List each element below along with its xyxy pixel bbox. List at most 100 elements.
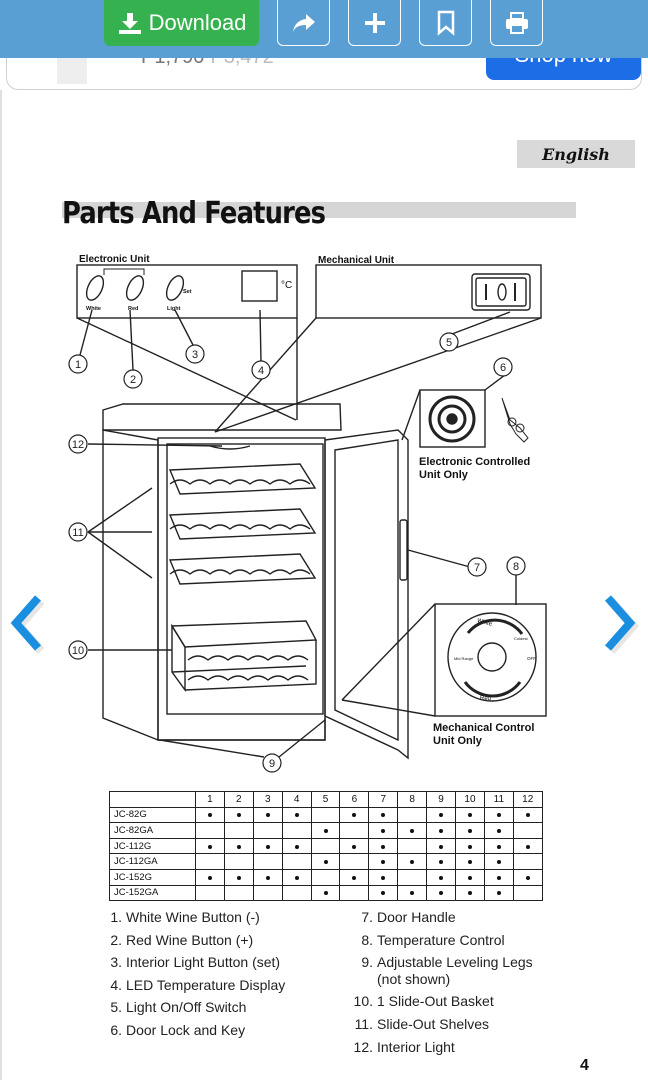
feature-dot <box>381 828 386 833</box>
feature-cell <box>310 884 341 902</box>
legend-label: 1 Slide-Out Basket <box>377 993 494 1010</box>
legend-label: Adjustable Leveling Legs <box>377 954 533 971</box>
legend-item: 6.Door Lock and Key <box>108 1019 358 1042</box>
wine-rack-2 <box>168 508 317 540</box>
feature-dot <box>207 844 212 849</box>
svg-text:3: 3 <box>192 349 198 361</box>
bookmark-icon <box>437 10 454 36</box>
feature-dot <box>467 860 472 865</box>
door-lock-box <box>419 389 486 448</box>
feature-cell <box>426 853 457 870</box>
feature-cell <box>252 822 283 839</box>
white-label: White <box>86 306 101 312</box>
legend-label: Interior Light <box>377 1038 455 1055</box>
table-column-header: 12 <box>512 791 543 808</box>
callout-8: 8 <box>506 556 526 576</box>
feature-dot <box>496 844 501 849</box>
model-name: JC-112G <box>109 837 196 855</box>
chevron-right-icon[interactable] <box>600 588 642 658</box>
callout-11: 11 <box>68 522 88 542</box>
led-display-shape <box>241 270 278 302</box>
model-name: JC-152GA <box>109 884 196 902</box>
model-name: JC-82G <box>109 806 196 824</box>
callout-9: 9 <box>262 753 282 773</box>
feature-cell <box>195 884 225 902</box>
table-row: JC-112G <box>109 837 543 855</box>
table-column-header: 4 <box>281 791 312 808</box>
callout-12: 12 <box>68 434 88 454</box>
mechanical-control-label: Mechanical Control <box>433 722 534 734</box>
share-button[interactable] <box>277 0 330 46</box>
feature-cell <box>455 806 485 824</box>
feature-cell <box>455 884 485 902</box>
feature-cell <box>310 853 341 870</box>
light-label: Light <box>167 306 181 312</box>
legend-number: 9. <box>361 954 373 971</box>
feature-dot <box>352 875 357 880</box>
download-button[interactable]: Download <box>104 0 259 46</box>
feature-dot <box>439 813 444 818</box>
bookmark-button[interactable] <box>419 0 472 46</box>
download-label: Download <box>148 9 247 35</box>
legend-number: 7. <box>361 909 373 925</box>
feature-cell <box>397 853 428 870</box>
feature-cell <box>223 884 254 902</box>
table-row: JC-112GA <box>109 853 543 870</box>
svg-text:7: 7 <box>474 562 480 574</box>
red-wine-button-shape <box>125 275 145 301</box>
feature-cell <box>223 806 254 824</box>
feature-cell <box>512 806 543 824</box>
feature-cell <box>339 822 370 839</box>
legend-label: Slide-Out Shelves <box>377 1015 490 1032</box>
wine-rack-3 <box>168 553 317 585</box>
callout-2: 2 <box>123 369 143 389</box>
cabinet-body <box>157 437 326 741</box>
download-icon <box>118 12 141 34</box>
legend-left: 1.White Wine Button (-)2.Red Wine Button… <box>108 906 358 1042</box>
wine-rack-1 <box>168 463 317 495</box>
feature-cell <box>310 837 341 855</box>
feature-dot <box>381 891 386 896</box>
feature-dot <box>467 844 472 849</box>
dial-mid-range-label: Mid Range <box>454 656 474 661</box>
feature-dot <box>410 860 415 865</box>
print-icon <box>505 11 528 34</box>
feature-cell <box>483 853 514 870</box>
feature-cell <box>483 822 514 839</box>
table-row: JC-82G <box>109 806 543 824</box>
legend-item: 11.Slide-Out Shelves <box>352 1013 572 1036</box>
add-button[interactable] <box>348 0 401 46</box>
feature-cell <box>397 884 428 902</box>
callout-5: 5 <box>439 332 459 352</box>
legend-number: 5. <box>110 999 122 1016</box>
parts-diagram: 1 2 3 4 5 6 7 8 9 10 11 12 Electronic Un… <box>68 254 547 773</box>
legend-label: LED Temperature Display <box>126 976 286 993</box>
feature-dot <box>467 828 472 833</box>
feature-dot <box>207 875 212 880</box>
dial-white-label: White <box>476 618 493 628</box>
feature-dot <box>352 844 357 849</box>
feature-dot <box>496 860 501 865</box>
feature-cell <box>223 868 254 886</box>
print-button[interactable] <box>490 0 543 46</box>
feature-dot <box>467 891 472 896</box>
feature-cell <box>281 822 312 839</box>
feature-cell <box>281 837 312 855</box>
legend-item: 9.Adjustable Leveling Legs <box>352 951 572 974</box>
feature-cell <box>310 822 341 839</box>
feature-cell <box>252 868 283 886</box>
legend-number: 4. <box>110 976 122 993</box>
page-edge <box>0 90 2 1080</box>
callout-1: 1 <box>68 354 88 374</box>
top-toolbar: Download <box>0 0 648 58</box>
feature-dot <box>410 891 415 896</box>
feature-dot <box>265 875 270 880</box>
chevron-left-icon[interactable] <box>4 588 46 658</box>
legend-number: 11. <box>354 1015 373 1032</box>
slide-out-basket <box>170 620 318 693</box>
feature-cell <box>195 806 225 824</box>
feature-cell <box>339 837 370 855</box>
feature-cell <box>426 837 457 855</box>
feature-dot <box>236 875 241 880</box>
